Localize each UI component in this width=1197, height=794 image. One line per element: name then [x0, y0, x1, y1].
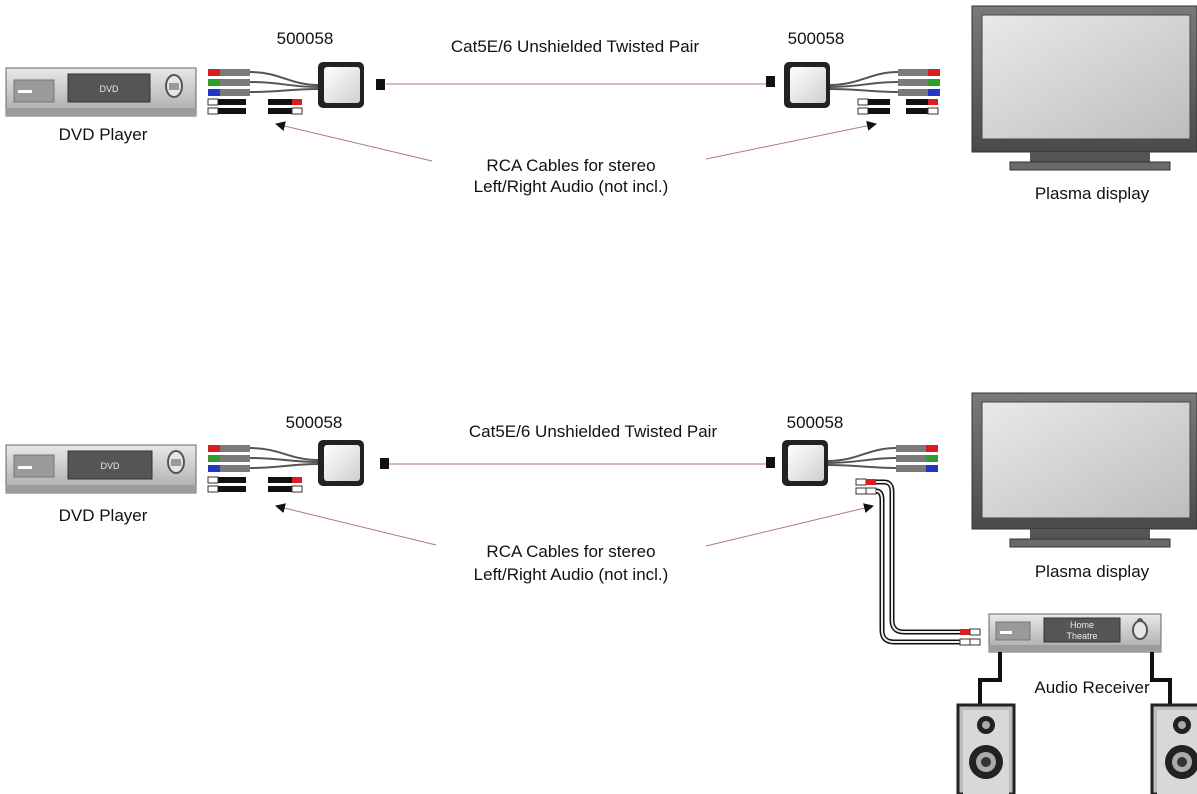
- plasma-display-label: Plasma display: [1035, 562, 1150, 581]
- rca-arrow-right: [705, 503, 874, 547]
- dvd-player-label: DVD Player: [59, 506, 148, 525]
- dvd-player-label: DVD Player: [59, 125, 148, 144]
- speaker-wire-right: [1150, 652, 1172, 705]
- right-balun-label: 500058: [788, 29, 845, 48]
- left-rca-plugs: [207, 69, 319, 115]
- right-balun-label: 500058: [787, 413, 844, 432]
- rca-arrow-left: [275, 503, 437, 546]
- right-rca-plugs: [829, 69, 940, 115]
- left-balun: [318, 62, 385, 108]
- plasma-display-label: Plasma display: [1035, 184, 1150, 203]
- cat5-cable-label: Cat5E/6 Unshielded Twisted Pair: [469, 422, 718, 441]
- receiver-screen-line1: Home: [1070, 620, 1094, 630]
- rca-note-line1: RCA Cables for stereo: [486, 156, 655, 175]
- rca-note-line2: Left/Right Audio (not incl.): [474, 565, 669, 584]
- receiver-screen-line2: Theatre: [1066, 631, 1097, 641]
- left-balun: [318, 440, 389, 486]
- dvd-player-device: DVD: [5, 444, 197, 494]
- rca-note-line2: Left/Right Audio (not incl.): [474, 177, 669, 196]
- plasma-display-device: [971, 392, 1197, 548]
- rca-note-line1: RCA Cables for stereo: [486, 542, 655, 561]
- audio-cables: [875, 479, 981, 646]
- plasma-display-device: [971, 5, 1197, 171]
- speaker-wire-left: [978, 652, 1002, 705]
- right-rca-plugs: [827, 445, 938, 495]
- rca-arrow-left: [275, 121, 433, 162]
- audio-receiver-device: Home Theatre: [988, 613, 1162, 653]
- left-rca-plugs: [207, 445, 319, 493]
- dvd-player-device: DVD: [5, 67, 197, 117]
- dvd-screen-text: DVD: [99, 84, 119, 94]
- left-balun-label: 500058: [286, 413, 343, 432]
- rca-arrow-right: [705, 120, 877, 160]
- left-balun-label: 500058: [277, 29, 334, 48]
- speaker-right: [1150, 703, 1197, 794]
- right-balun: [766, 440, 828, 486]
- cat5-cable-label: Cat5E/6 Unshielded Twisted Pair: [451, 37, 700, 56]
- audio-receiver-label: Audio Receiver: [1034, 678, 1150, 697]
- speaker-left: [956, 703, 1016, 794]
- dvd-screen-text: DVD: [100, 461, 120, 471]
- bottom-diagram: DVD DVD Player 500058 Cat5E/: [5, 392, 1197, 794]
- right-balun: [766, 62, 830, 108]
- top-diagram: DVD DVD Player 500058 Cat5E/: [5, 5, 1197, 203]
